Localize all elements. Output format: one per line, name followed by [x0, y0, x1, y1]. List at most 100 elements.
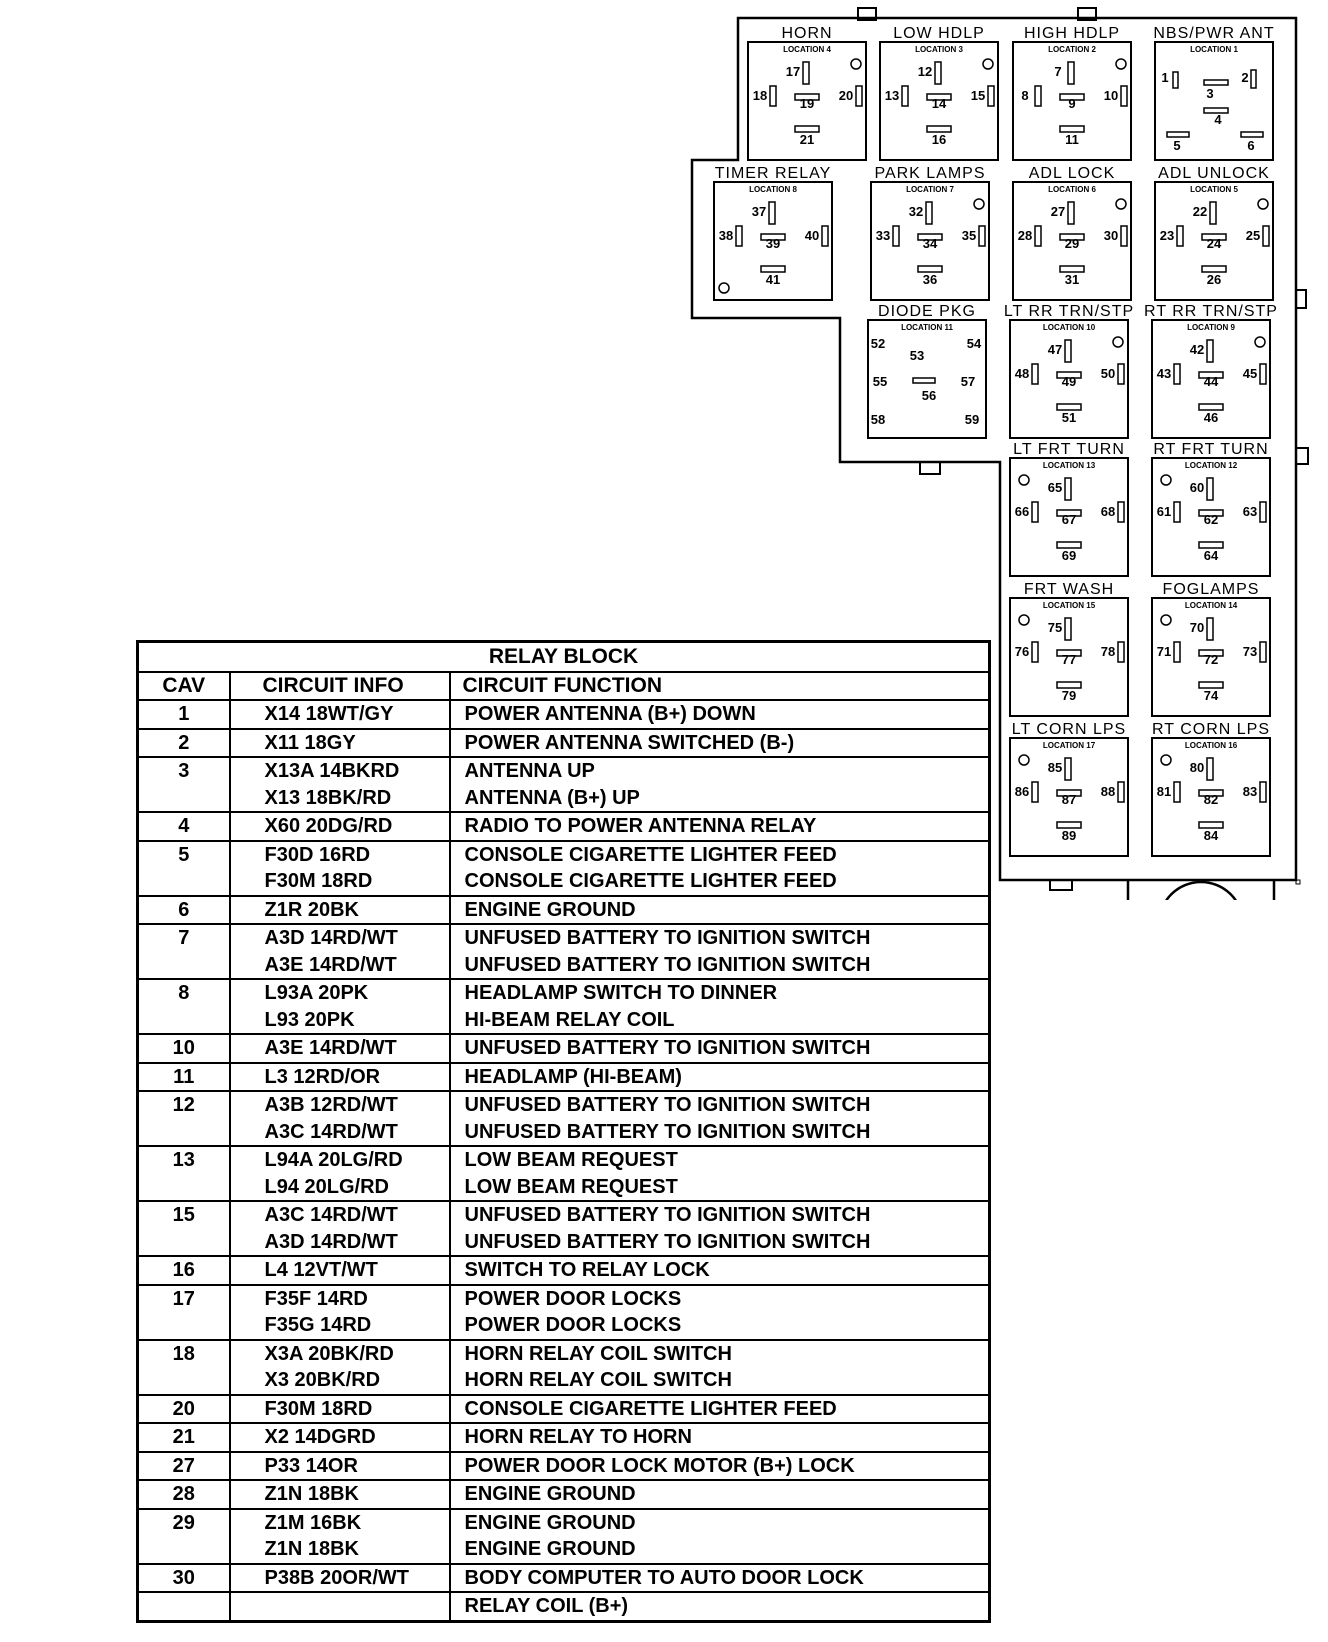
- cav-number: 21: [172, 1426, 195, 1448]
- key-circle: [850, 58, 862, 70]
- relay-label: TIMER RELAY: [715, 165, 832, 182]
- cav-number: 7: [178, 927, 190, 949]
- pin-number: 50: [1101, 366, 1115, 381]
- circuit-function-line: ANTENNA UP: [464, 760, 595, 782]
- circuit-function-cell: UNFUSED BATTERY TO IGNITION SWITCH: [448, 1033, 991, 1064]
- pin-number: 32: [909, 204, 923, 219]
- relay-socket: [1151, 319, 1271, 439]
- circuit-function-cell: RELAY COIL (B+): [448, 1591, 991, 1622]
- circuit-info-line: A3E 14RD/WT: [264, 953, 397, 976]
- circuit-info-line: F30M 18RD: [264, 870, 373, 892]
- cav-cell: 3: [136, 756, 231, 813]
- cav-cell: 28: [136, 1479, 231, 1510]
- circuit-function-line: UNFUSED BATTERY TO IGNITION SWITCH: [464, 1120, 871, 1143]
- pin-number: 77: [1062, 652, 1076, 667]
- circuit-info-line: X60 20DG/RD: [264, 815, 393, 837]
- pin-number: 80: [1190, 760, 1204, 775]
- pin-number: 59: [965, 412, 979, 427]
- pin-number: 21: [800, 132, 814, 147]
- pin-number: 87: [1062, 792, 1076, 807]
- relay-socket: [1151, 457, 1271, 577]
- relay-label: LT FRT TURN: [1013, 441, 1125, 458]
- relay-label: DIODE PKG: [878, 303, 976, 320]
- cav-cell: 15: [136, 1200, 231, 1257]
- circuit-info-line: X14 18WT/GY: [264, 703, 394, 725]
- pin-number: 16: [932, 132, 946, 147]
- circuit-function-line: UNFUSED BATTERY TO IGNITION SWITCH: [464, 953, 871, 976]
- circuit-info-line: L94A 20LG/RD: [264, 1149, 403, 1171]
- cav-number: [139, 1593, 229, 1620]
- location-label: LOCATION 4: [783, 45, 831, 54]
- circuit-info-line: Z1N 18BK: [264, 1538, 359, 1560]
- location-label: LOCATION 11: [901, 323, 953, 332]
- pin-number: 69: [1062, 548, 1076, 563]
- circuit-info-line: A3E 14RD/WT: [264, 1037, 397, 1059]
- circuit-info-cell: F30M 18RD: [228, 1393, 451, 1424]
- circuit-info-line: A3D 14RD/WT: [264, 927, 398, 949]
- circuit-info-cell: X14 18WT/GY: [228, 699, 451, 730]
- circuit-info-line: Z1N 18BK: [264, 1483, 359, 1505]
- pin-number: 27: [1051, 204, 1065, 219]
- cav-number: 28: [172, 1483, 195, 1505]
- cav-number: 13: [172, 1149, 195, 1171]
- relay-label: ADL UNLOCK: [1158, 165, 1270, 182]
- circuit-info-line: L4 12VT/WT: [264, 1259, 378, 1281]
- pin-number: 39: [766, 236, 780, 251]
- circuit-function-line: POWER DOOR LOCKS: [464, 1287, 682, 1310]
- pin-number: 84: [1204, 828, 1219, 843]
- pin-number: 10: [1104, 88, 1118, 103]
- cav-cell: 10: [136, 1033, 231, 1064]
- circuit-function-line: HEADLAMP SWITCH TO DINNER: [464, 982, 778, 1004]
- circuit-function-line: POWER ANTENNA SWITCHED (B-): [464, 731, 795, 754]
- circuit-function-line: UNFUSED BATTERY TO IGNITION SWITCH: [464, 1230, 871, 1253]
- relay-label: RT FRT TURN: [1153, 441, 1268, 458]
- cav-number: 10: [172, 1037, 195, 1059]
- relay-label: LT RR TRN/STP: [1004, 303, 1134, 320]
- pin-number: 2: [1241, 70, 1248, 85]
- cav-number: 2: [178, 731, 190, 754]
- circuit-info-line: F35G 14RD: [264, 1314, 372, 1336]
- circuit-info-line: X13 18BK/RD: [264, 786, 392, 809]
- circuit-function-line: CONSOLE CIGARETTE LIGHTER FEED: [464, 870, 837, 892]
- cav-number: 27: [172, 1454, 195, 1477]
- cav-cell: [136, 1591, 231, 1622]
- pin-number: 82: [1204, 792, 1218, 807]
- pin-number: 62: [1204, 512, 1218, 527]
- cav-number: 1: [178, 703, 190, 725]
- pin-number: 5: [1173, 138, 1180, 153]
- table-row: 28 Z1N 18BK ENGINE GROUND: [136, 1479, 991, 1510]
- circuit-info-line: L3 12RD/OR: [264, 1065, 381, 1088]
- circuit-info-line: A3D 14RD/WT: [264, 1230, 398, 1253]
- key-circle: [982, 58, 994, 70]
- pin-number: 72: [1204, 652, 1218, 667]
- circuit-info-line: L93A 20PK: [264, 982, 369, 1004]
- circuit-function-line: ENGINE GROUND: [464, 1483, 636, 1505]
- circuit-function-cell: CONSOLE CIGARETTE LIGHTER FEED: [448, 1393, 991, 1424]
- pin-number: 61: [1157, 504, 1171, 519]
- table-row: 10 A3E 14RD/WT UNFUSED BATTERY TO IGNITION…: [136, 1033, 991, 1064]
- location-label: LOCATION 12: [1185, 461, 1238, 470]
- relay-label: FRT WASH: [1024, 581, 1114, 598]
- cav-cell: 29: [136, 1507, 231, 1565]
- circuit-info-cell: A3D 14RD/WT A3E 14RD/WT: [228, 923, 451, 980]
- cav-number: 12: [172, 1094, 195, 1116]
- relay-label: RT RR TRN/STP: [1144, 303, 1278, 320]
- pin-number: 43: [1157, 366, 1171, 381]
- circuit-function-cell: POWER ANTENNA SWITCHED (B-): [448, 727, 991, 758]
- cav-cell: 8: [136, 978, 231, 1035]
- circuit-info-line: F30M 18RD: [264, 1397, 373, 1420]
- pin-number: 33: [876, 228, 890, 243]
- relay-socket: [879, 41, 999, 161]
